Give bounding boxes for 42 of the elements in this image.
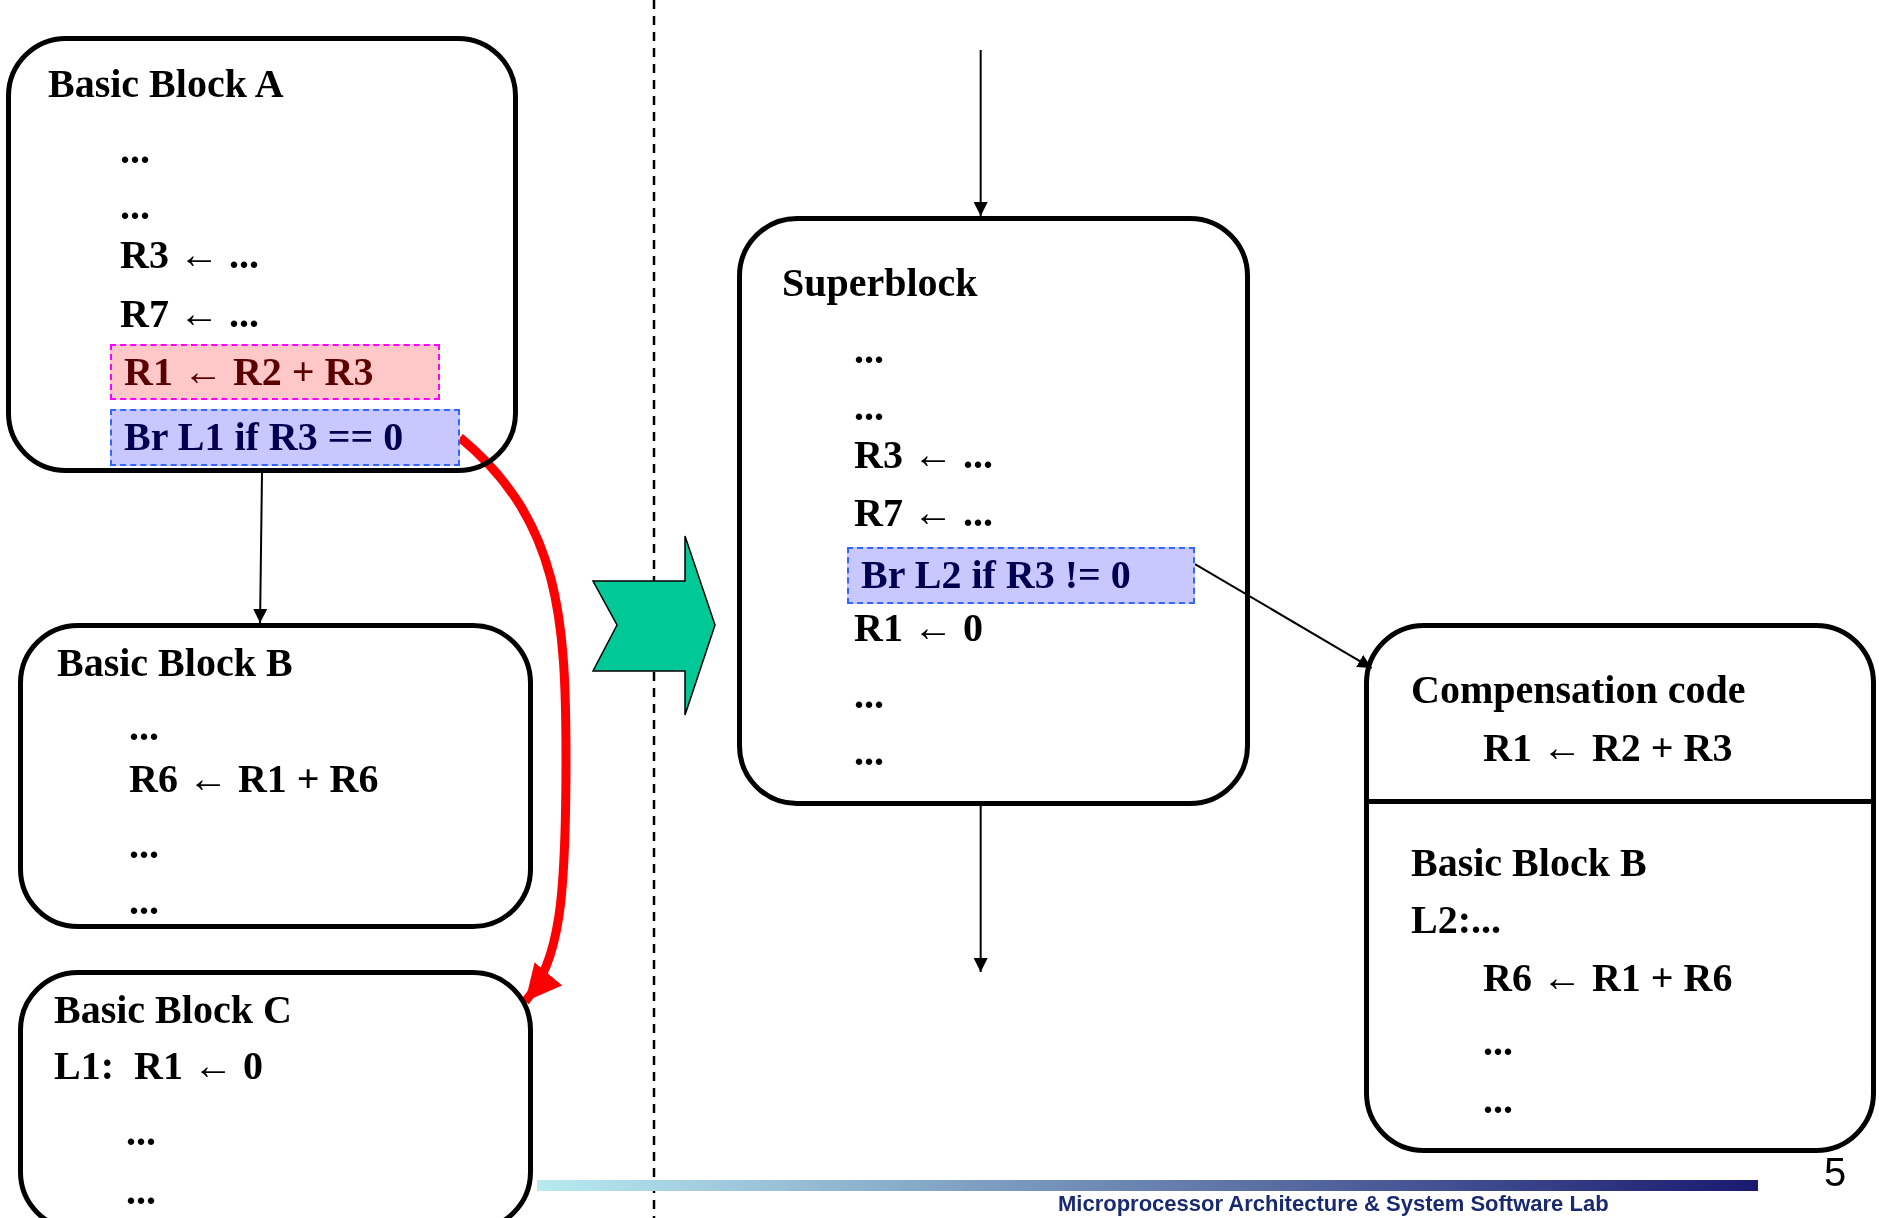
arrow [973, 805, 988, 973]
basic-block-box [18, 623, 533, 929]
code-line: ... [126, 1167, 156, 1215]
code-line: L2:... [1411, 896, 1501, 944]
code-line: L1: R1 ← 0 [54, 1042, 263, 1090]
code-line: R1 ← 0 [854, 604, 983, 652]
block-title: Basic Block B [1411, 839, 1647, 887]
block-title: Compensation code [1411, 666, 1746, 714]
code-line: R3 ← ... [120, 231, 259, 279]
code-line: R6 ← R1 + R6 [129, 755, 379, 803]
block-title: Basic Block A [48, 60, 284, 108]
code-line: ... [854, 326, 884, 374]
block-title: Basic Block C [54, 986, 292, 1034]
code-line: ... [126, 1108, 156, 1156]
code-line: R7 ← ... [120, 290, 259, 338]
code-line: ... [1483, 1018, 1513, 1066]
code-line: ... [120, 126, 150, 174]
highlighted-instruction: Br L1 if R3 == 0 [110, 409, 460, 466]
code-line: ... [129, 821, 159, 869]
highlighted-instruction: Br L2 if R3 != 0 [847, 547, 1195, 604]
arrow [253, 472, 268, 624]
basic-block-box [18, 970, 533, 1218]
block-title: Superblock [782, 259, 978, 307]
superblock-box [737, 216, 1250, 806]
code-line: ... [129, 703, 159, 751]
block-title: Basic Block B [57, 639, 293, 687]
code-line: ... [1483, 1076, 1513, 1124]
code-line: ... [129, 877, 159, 925]
basic-block-box [6, 36, 518, 473]
highlighted-instruction: R1 ← R2 + R3 [110, 344, 440, 400]
code-line: R6 ← R1 + R6 [1483, 954, 1733, 1002]
code-line: ... [854, 383, 884, 431]
compensation-block-box [1364, 623, 1876, 1153]
code-line: R1 ← R2 + R3 [1483, 724, 1733, 772]
code-line: R3 ← ... [854, 431, 993, 479]
code-line: R7 ← ... [854, 489, 993, 537]
code-line: ... [854, 728, 884, 776]
code-line: ... [854, 671, 884, 719]
footer-text: Microprocessor Architecture & System Software Lab [1058, 1192, 1609, 1217]
page-number: 5 [1824, 1150, 1847, 1194]
arrow [973, 49, 988, 217]
code-line: ... [120, 182, 150, 230]
